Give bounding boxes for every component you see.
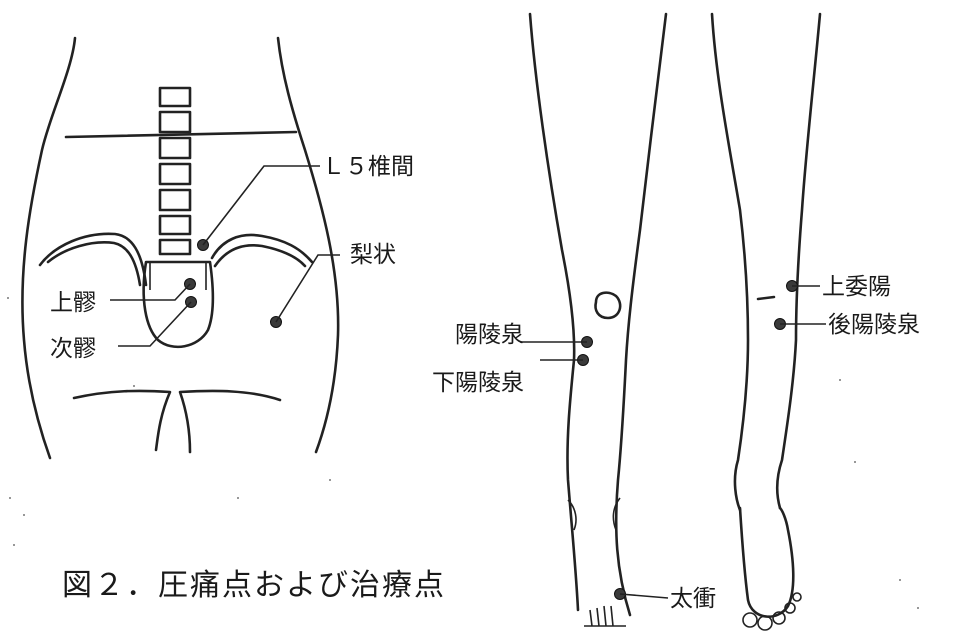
- toe-4: [611, 606, 613, 626]
- lumbar-vertebrae: [160, 88, 190, 254]
- speckle: [329, 479, 331, 481]
- vertebra-4: [160, 164, 190, 184]
- gluteal-fold-left: [74, 391, 170, 450]
- back-leg-sole: [740, 508, 793, 617]
- pelvis-figure: Ｌ５椎間 梨状 上髎 次髎: [22, 38, 414, 458]
- vertebra-2: [160, 112, 190, 132]
- back-leg-left-outline: [712, 14, 748, 510]
- front-leg-kneecap: [596, 293, 621, 318]
- vertebra-3: [160, 138, 190, 158]
- gluteal-fold-right: [180, 391, 280, 452]
- speckle: [899, 579, 901, 581]
- speckle: [133, 385, 135, 387]
- label-ka-yoryosen: 下陽陵泉: [432, 370, 524, 396]
- back-leg-toes: [743, 593, 801, 630]
- front-leg-outer-outline: [530, 14, 578, 610]
- sole-toe-2: [758, 616, 772, 630]
- back-leg-right-outline: [777, 14, 820, 508]
- toe-2: [597, 608, 599, 626]
- sole-toe-1: [743, 613, 757, 627]
- speckle: [839, 379, 841, 381]
- speckle: [237, 497, 239, 499]
- label-joiyo: 上委陽: [822, 274, 891, 300]
- speckle: [7, 297, 9, 299]
- vertebra-7: [160, 240, 190, 254]
- knee-crease: [758, 297, 774, 299]
- leader-jiryo: [118, 302, 191, 346]
- torso-right-outline: [278, 38, 338, 452]
- label-yoryosen: 陽陵泉: [455, 322, 524, 348]
- label-jiryo: 次髎: [50, 336, 96, 362]
- pelvis-left-wing: [40, 234, 146, 285]
- label-l5: Ｌ５椎間: [322, 154, 414, 180]
- sole-toe-5: [793, 593, 801, 601]
- torso-left-outline: [22, 38, 75, 458]
- leader-taisho: [620, 594, 668, 598]
- toe-3: [604, 606, 606, 626]
- speckle: [9, 497, 11, 499]
- toe-1: [590, 610, 592, 626]
- vertebra-5: [160, 190, 190, 210]
- front-leg-figure: 陽陵泉 下陽陵泉 太衝: [432, 14, 716, 626]
- sacrum-outline: [144, 262, 213, 347]
- leader-risho: [276, 255, 340, 322]
- label-go-yoryosen: 後陽陵泉: [828, 312, 920, 338]
- speckle: [13, 544, 15, 546]
- vertebra-1: [160, 88, 190, 106]
- label-risho: 梨状: [350, 242, 396, 268]
- pelvis-left-wing-inner: [48, 242, 140, 285]
- front-leg-inner-outline: [616, 14, 666, 615]
- speckle: [917, 607, 919, 609]
- vertebra-6: [160, 216, 190, 234]
- front-leg-toes: [584, 606, 626, 626]
- pelvis-right-wing-inner: [215, 245, 305, 266]
- leader-l5: [203, 166, 320, 245]
- figure-caption: 図２．圧痛点および治療点: [62, 568, 446, 603]
- label-taisho: 太衝: [670, 586, 716, 612]
- speckle: [23, 514, 25, 516]
- speckle: [854, 461, 856, 463]
- label-joryo: 上髎: [50, 290, 96, 316]
- back-leg-figure: 上委陽 後陽陵泉: [712, 14, 920, 630]
